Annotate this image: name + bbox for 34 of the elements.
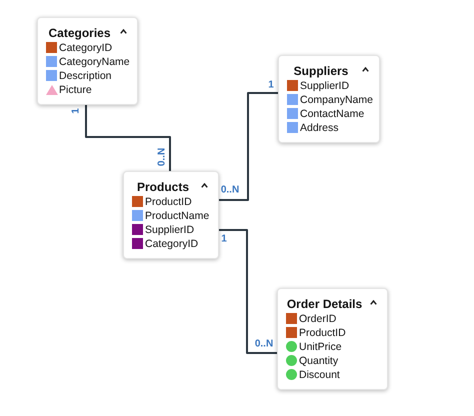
cardinality-label: 0..N — [220, 184, 240, 196]
field-name: SupplierID — [300, 80, 350, 92]
field-name: Address — [300, 122, 339, 134]
cardinality-label: 1 — [221, 234, 227, 244]
field-name: ContactName — [300, 108, 364, 120]
field-name: Description — [59, 70, 112, 82]
field-name: ProductName — [145, 210, 210, 222]
connector-line — [219, 229, 277, 354]
field-name: OrderID — [299, 313, 336, 325]
field-name: Discount — [299, 369, 340, 381]
entity-title: Suppliers — [294, 64, 348, 78]
cardinality-label: 0..N — [156, 148, 168, 166]
entity-card — [277, 288, 388, 390]
cardinality-label: 1 — [70, 108, 82, 114]
entity-card — [37, 17, 138, 105]
entity-card — [278, 55, 380, 143]
field-name: SupplierID — [145, 224, 194, 236]
cardinality-label: 0..N — [254, 338, 274, 350]
field-name: Quantity — [299, 355, 338, 367]
entity-title: Categories — [48, 26, 111, 40]
field-name: CompanyName — [300, 94, 373, 106]
field-name: CategoryName — [59, 56, 130, 68]
field-name: Picture — [59, 84, 92, 96]
field-name: UnitPrice — [299, 341, 342, 353]
field-name: ProductID — [145, 196, 192, 208]
connector-line — [219, 92, 278, 201]
entity-title: Products — [136, 180, 189, 194]
entity-card — [123, 171, 219, 259]
field-name: CategoryID — [145, 238, 198, 250]
cardinality-label: 1 — [268, 80, 274, 90]
field-name: ProductID — [299, 327, 346, 339]
entity-title: Order Details — [286, 297, 362, 311]
connector-line — [85, 105, 171, 171]
field-name: CategoryID — [59, 42, 112, 54]
